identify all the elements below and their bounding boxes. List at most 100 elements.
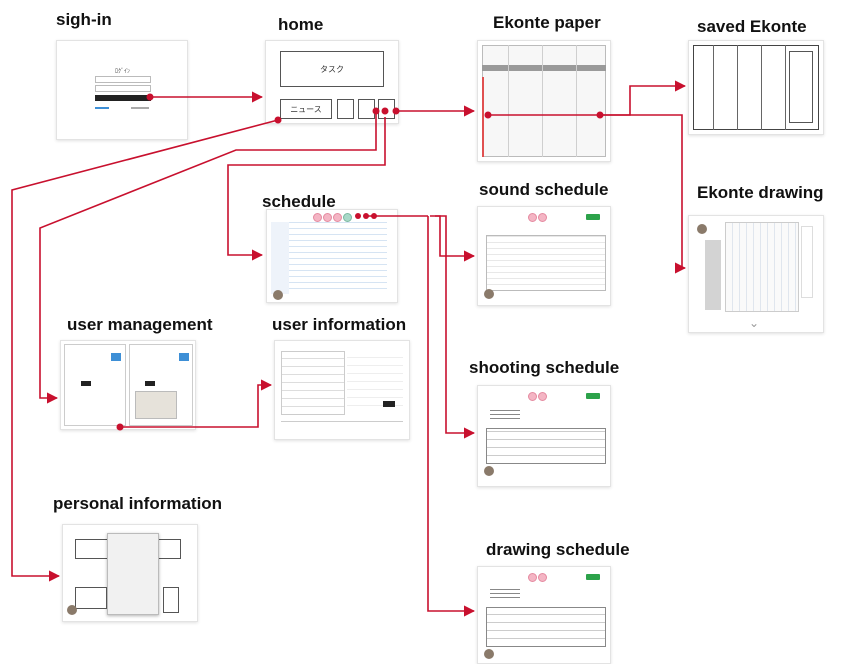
home-task-label: タスク [320,64,344,74]
um-panel-right [129,344,193,426]
ui-toggle [383,401,395,407]
dot-signin [146,93,154,101]
home-task-box: タスク [280,51,384,87]
sound-table [486,235,606,291]
home-news-box: ニュース [280,99,332,119]
signin-button [95,95,151,101]
saved-col-3 [761,45,762,130]
drawing-schedule-screen [477,566,611,664]
home-title: home [278,15,324,34]
um-blue-tag-2 [179,353,189,361]
edge-schedule-drawing [427,216,476,617]
saved-col-1 [713,45,714,130]
edge-home-schedule [227,117,386,261]
ekonte-drawing-screen: ⌄ [688,215,824,333]
sound-tab-1 [528,213,537,222]
signin-field [95,76,151,83]
edge-home-user-mgmt [39,111,377,404]
edge-paper-saved [600,80,687,116]
user-information-title: user information [272,315,407,334]
paper-col-1 [508,45,509,157]
home-button-1 [337,99,354,119]
schedule-tab-3 [333,213,342,222]
schedule-table [289,222,387,294]
dot-usermgmt [116,423,124,431]
um-panel-left [64,344,126,426]
dot-sched-2 [363,213,369,219]
dot-sched-3 [371,213,377,219]
ekonte-drawing-title: Ekonte drawing [697,183,824,202]
dot-home-1 [274,116,282,124]
shooting-save-button [586,393,600,399]
sound-schedule-screen [477,206,611,306]
saved-frame [693,45,819,130]
schedule-tab-2 [323,213,332,222]
dot-home-4 [392,107,400,115]
um-modal [135,391,177,419]
signin-link-2 [131,107,149,109]
dot-sched-1 [355,213,361,219]
drawing-canvas [725,222,799,312]
shooting-avatar [484,466,494,476]
paper-col-2 [542,45,543,157]
dsched-tab-2 [538,573,547,582]
user-information-screen [274,340,410,440]
saved-col-4 [785,45,786,130]
pi-avatar [67,605,77,615]
user-management-screen [60,340,196,430]
pi-modal [107,533,159,615]
edge-paper-drawing [600,114,687,274]
dsched-save-button [586,574,600,580]
drawing-avatar [697,224,707,234]
dsched-avatar [484,649,494,659]
signin-screen: ﾛｸﾞｲﾝ [56,40,188,140]
ekonte-paper-screen [477,40,611,162]
um-dark-chip-2 [145,381,155,386]
edge-schedule-shooting [435,215,476,439]
dsched-info [490,587,520,601]
shooting-info [490,408,520,422]
um-dark-chip [81,381,91,386]
shooting-tab-2 [538,392,547,401]
saved-side-panel [789,51,813,123]
saved-ekonte-title: saved Ekonte [697,17,807,36]
shooting-schedule-title: shooting schedule [469,358,620,377]
paper-red-edge [482,77,484,157]
shooting-tab-1 [528,392,537,401]
schedule-avatar [273,290,283,300]
home-news-label: ニュース [290,104,322,114]
ekonte-paper-title: Ekonte paper [493,13,601,32]
shooting-table [486,428,606,464]
sound-schedule-title: sound schedule [479,180,609,199]
pi-bottom-box-2 [163,587,179,613]
dot-home-3 [381,107,389,115]
paper-col-3 [576,45,577,157]
drawing-tool-col [801,226,813,298]
edge-home-personal [11,119,279,582]
schedule-screen [266,209,398,303]
dot-home-2 [372,107,380,115]
saved-col-2 [737,45,738,130]
schedule-title: schedule [262,192,336,211]
dsched-tab-1 [528,573,537,582]
ui-footer [281,421,403,434]
schedule-tab-4 [343,213,352,222]
paper-frame [482,45,606,157]
signin-link [95,107,109,109]
sound-avatar [484,289,494,299]
sound-save-button [586,214,600,220]
saved-ekonte-screen [688,40,824,135]
personal-information-screen [62,524,198,622]
schedule-left-bar [271,222,289,294]
signin-title: sigh-in [56,10,112,29]
edge-usermgmt-userinfo [120,379,273,428]
paper-header-band [482,65,606,71]
signin-field-2 [95,85,151,92]
user-management-title: user management [67,315,213,334]
signin-form-title: ﾛｸﾞｲﾝ [115,68,131,75]
drawing-chevron-icon: ⌄ [749,316,760,330]
sound-tab-2 [538,213,547,222]
dot-paper-2 [596,111,604,119]
drawing-side-bar [705,240,721,310]
drawing-schedule-title: drawing schedule [486,540,630,559]
